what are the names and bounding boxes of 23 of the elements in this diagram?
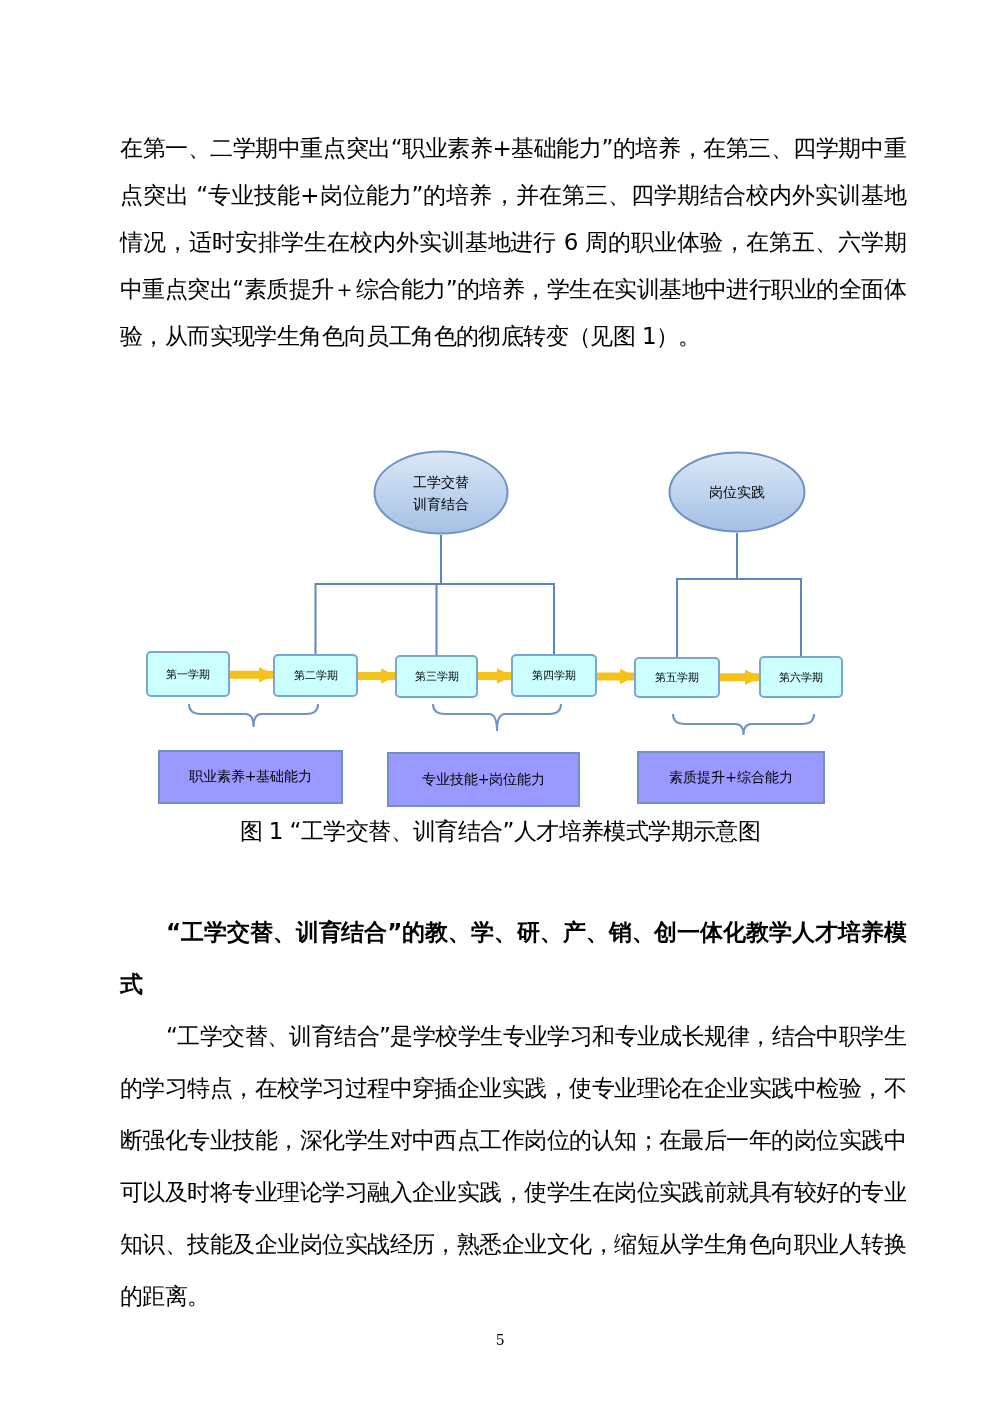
- arrow: [358, 668, 397, 684]
- stage-ellipse: 工学交替训育结合: [373, 450, 509, 535]
- connector-line: [736, 532, 802, 657]
- body-paragraph: 在第一、二学期中重点突出“职业素养+基础能力”的培养，在第三、四学期中重点突出 “专业技能+岗位能力”的培养，并在第三、四学期结合校内外实训基地情况，适时安排学生在校内外实训基地进行 6 周的职业体验，在第五、六学期中重点突出“素质提升＋综合能力”的培养，学生在实训基地中进行职业的全面体验，从而实现学生角色向员工角色的彻底转变（见图 1）。: [120, 134, 906, 351]
- semester-box: 第三学期: [395, 655, 478, 698]
- semester-box: 第五学期: [634, 657, 720, 698]
- figure-caption: 图 1 “工学交替、训育结合”人才培养模式学期示意图: [238, 817, 762, 846]
- semester-box: 第六学期: [759, 656, 843, 698]
- connector-line: [440, 534, 555, 655]
- semester-box: 第二学期: [273, 654, 358, 697]
- stage-ellipse: 岗位实践: [668, 451, 806, 533]
- ability-box: 职业素养+基础能力: [158, 750, 343, 804]
- arrow: [478, 668, 513, 684]
- page-number: 5: [494, 1331, 506, 1350]
- arrow: [597, 668, 636, 685]
- arrow: [230, 666, 275, 683]
- semester-box: 第一学期: [146, 651, 230, 697]
- ability-box: 素质提升+综合能力: [637, 751, 825, 804]
- arrow: [720, 669, 761, 686]
- body-paragraph: “工学交替、训育结合”是学校学生专业学习和专业成长规律，结合中职学生的学习特点，在校学习过程中穿插企业实践，使专业理论在企业实践中检验，不断强化专业技能，深化学生对中西点工作岗位的认知；在最后一年的岗位实践中可以及时将专业理论学习融入企业实践，使学生在岗位实践前就具有较好的专业知识、技能及企业岗位实战经历，熟悉企业文化，缩短从学生角色向职业人转换的距离。: [120, 1022, 906, 1311]
- section-heading: “工学交替、训育结合”的教、学、研、产、销、创一体化教学人才培养模式: [120, 918, 906, 999]
- ability-box: 专业技能+岗位能力: [387, 752, 580, 807]
- semester-box: 第四学期: [511, 654, 597, 697]
